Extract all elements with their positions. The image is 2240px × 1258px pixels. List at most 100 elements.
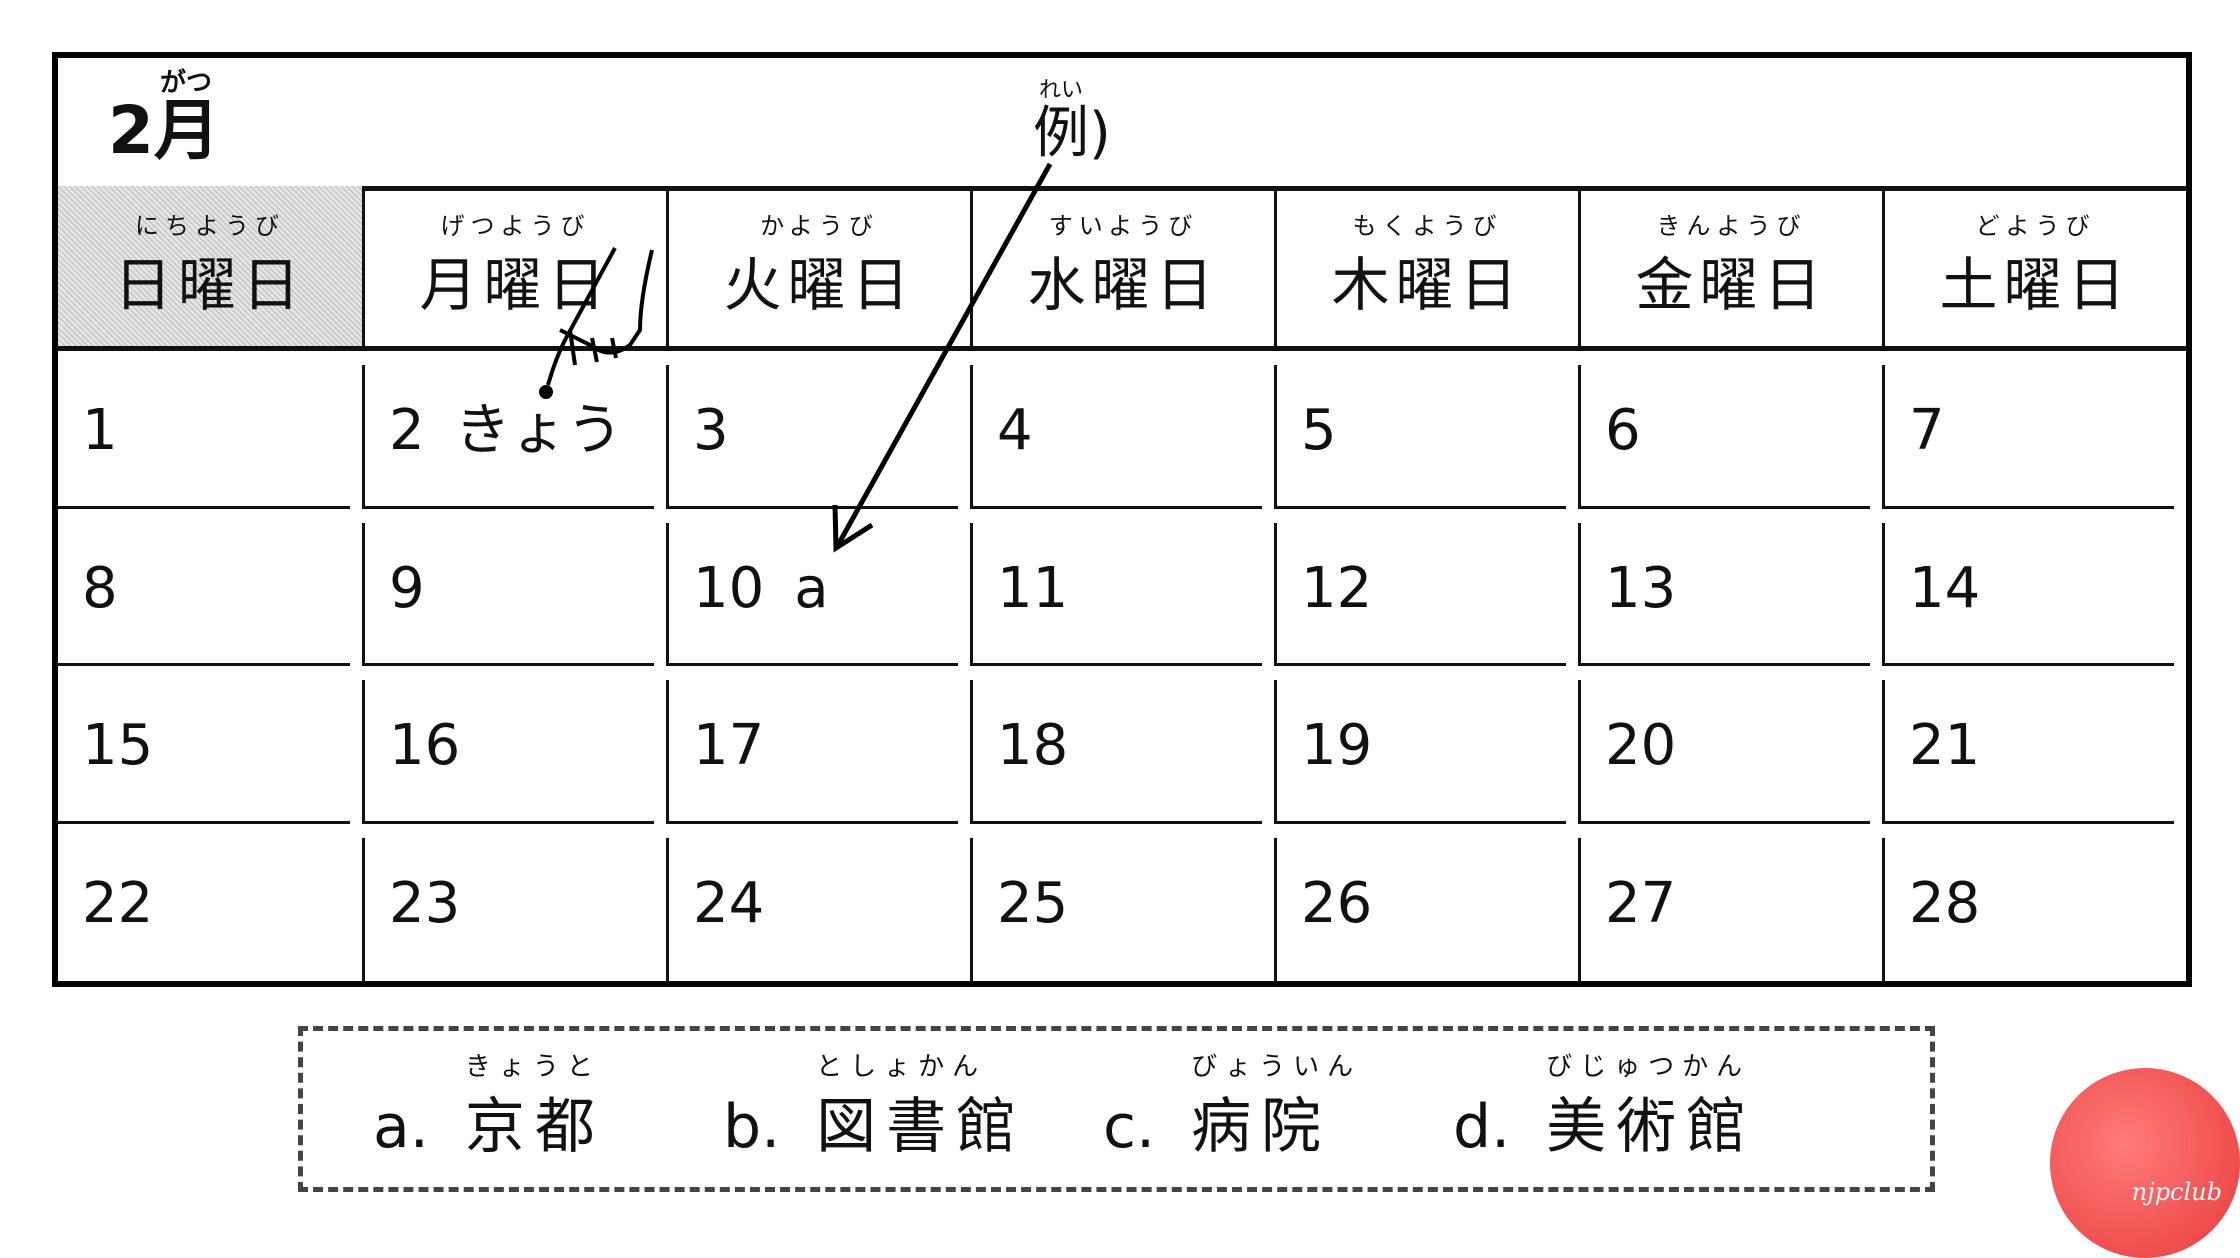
day-number: 12 [1301,555,1373,621]
day-number: 15 [82,713,154,778]
option-ruby: きょうと [464,1052,601,1082]
day-number: 20 [1605,713,1677,778]
answer-option-d: d.びじゅつかん美術館 [1453,1054,1756,1157]
day-number: 6 [1605,398,1641,463]
day-cell[interactable]: 2 きょう [362,365,654,509]
day-number: 9 [389,555,425,621]
weekday-ruby: かようび [760,212,879,240]
day-note: a [794,555,829,621]
option-letter: c. [1103,1092,1156,1162]
example-ruby: れい [1039,78,1084,103]
weekday-label: 水曜日 [1027,251,1220,319]
weekday-label: 日曜日 [113,251,306,319]
day-number: 14 [1909,555,1981,621]
weekday-ruby: きんようび [1656,212,1807,240]
day-cell[interactable]: 20 [1578,680,1870,824]
day-cell[interactable]: 27 [1578,837,1870,981]
logo-text: njpclub [2131,1178,2222,1206]
day-number: 5 [1301,398,1337,463]
day-number: 13 [1605,555,1677,621]
option-word: 病院 [1191,1092,1332,1162]
day-cell[interactable]: 6 [1578,365,1870,509]
month-ruby: がつ [160,68,213,98]
day-number: 27 [1605,870,1677,936]
day-cell[interactable]: 4 [970,365,1262,509]
option-letter: a. [373,1092,429,1162]
weekday-label: 月曜日 [419,251,612,319]
day-cell[interactable]: 23 [362,837,654,981]
day-cell[interactable]: 3 [666,365,958,509]
day-cell[interactable]: 22 [58,838,350,982]
day-number: 25 [997,870,1069,936]
weekday-4: もくようび木曜日 [1274,186,1578,346]
day-cell[interactable]: 17 [666,680,958,824]
day-cell[interactable]: 1 [58,365,350,509]
weekday-ruby: どようび [1975,212,2096,240]
weekday-header: にちようび日曜日げつようび月曜日かようび火曜日すいようび水曜日もくようび木曜日き… [58,186,2186,351]
weekday-6: どようび土曜日 [1882,186,2186,346]
day-cell[interactable]: 11 [970,522,1262,666]
day-cell[interactable]: 10 a [666,522,958,666]
day-cell[interactable]: 13 [1578,522,1870,666]
day-number: 11 [997,555,1069,621]
day-number: 21 [1909,713,1981,778]
example-text: 例) [1033,101,1111,166]
day-cell[interactable]: 9 [362,522,654,666]
option-word: 図書館 [816,1092,1027,1162]
day-number: 1 [82,398,118,463]
day-number: 28 [1909,870,1981,936]
day-number: 24 [693,870,765,936]
day-number: 16 [389,713,461,778]
day-cell[interactable]: 5 [1274,365,1566,509]
weekday-1: げつようび月曜日 [362,186,666,346]
day-cell[interactable]: 7 [1882,365,2174,509]
day-note: きょう [454,398,623,463]
option-letter: b. [723,1092,781,1162]
answer-option-c: c.びょういん病院 [1103,1054,1353,1157]
day-number: 10 [693,555,765,621]
weekday-label: 木曜日 [1331,251,1524,319]
njpclub-logo: njpclub [2050,1068,2240,1258]
day-number: 26 [1301,870,1373,936]
weekday-0: にちようび日曜日 [58,186,362,346]
day-number: 2 [389,398,425,463]
option-ruby: びょういん [1191,1052,1362,1082]
day-cell[interactable]: 19 [1274,680,1566,824]
month-label: 2月 [108,92,220,169]
answer-option-b: b.としょかん図書館 [723,1054,1026,1157]
day-number: 19 [1301,713,1373,778]
day-number: 17 [693,713,765,778]
day-number: 7 [1909,398,1945,463]
day-cell[interactable]: 12 [1274,522,1566,666]
day-number: 3 [693,398,729,463]
weekday-5: きんようび金曜日 [1578,186,1882,346]
weekday-label: 火曜日 [723,251,916,319]
day-cell[interactable]: 8 [58,523,350,666]
day-cell[interactable]: 15 [58,680,350,824]
day-number: 4 [997,398,1033,463]
day-cell[interactable]: 24 [666,837,958,981]
day-number: 23 [389,870,461,936]
day-number: 22 [82,870,154,936]
weekday-2: かようび火曜日 [666,186,970,346]
option-word: 京都 [464,1092,605,1162]
option-ruby: としょかん [816,1052,987,1082]
day-cell[interactable]: 26 [1274,837,1566,981]
day-cell[interactable]: 14 [1882,522,2174,666]
option-word: 美術館 [1546,1092,1757,1162]
answer-option-a: a.きょうと京都 [373,1054,605,1157]
day-cell[interactable]: 18 [970,680,1262,824]
weekday-label: 金曜日 [1635,251,1828,319]
option-letter: d. [1453,1092,1511,1162]
day-cell[interactable]: 28 [1882,837,2174,981]
day-cell[interactable]: 25 [970,837,1262,981]
option-ruby: びじゅつかん [1546,1052,1751,1082]
day-cell[interactable]: 21 [1882,680,2174,824]
weekday-3: すいようび水曜日 [970,186,1274,346]
day-cell[interactable]: 16 [362,680,654,824]
